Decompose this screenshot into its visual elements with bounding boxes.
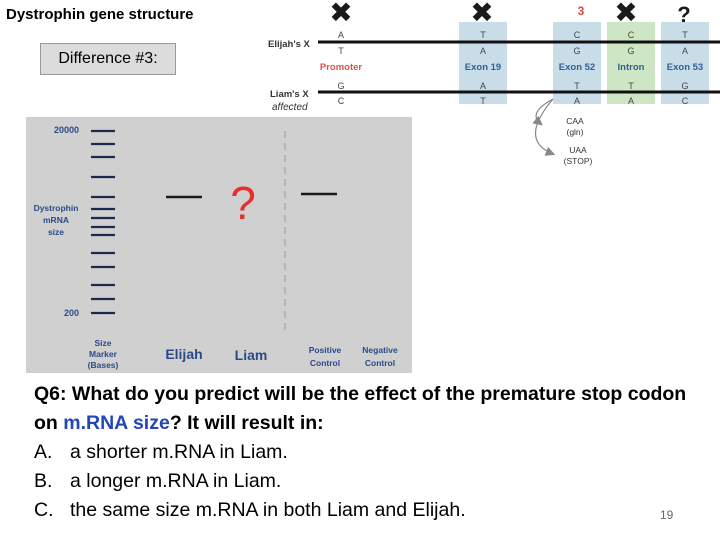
- mutant-codon-aa: (STOP): [564, 156, 593, 166]
- intron-bases: C G T A: [627, 30, 634, 106]
- lane-label-positive-control: Positive Control: [309, 345, 342, 368]
- base: G: [337, 81, 344, 91]
- difference-label-box: Difference #3:: [40, 43, 176, 75]
- lane-label-word: Control: [310, 358, 340, 368]
- base: A: [628, 96, 634, 106]
- lane-label-elijah: Elijah: [165, 346, 202, 362]
- y-tick-top: 20000: [54, 125, 79, 135]
- marker-label-line: Size: [94, 338, 111, 348]
- exon-53-region: [661, 22, 709, 104]
- exon-53-label: Exon 53: [667, 62, 703, 73]
- base: C: [574, 30, 581, 40]
- question-stem: Q6: What do you predict will be the effe…: [34, 380, 704, 438]
- base: C: [628, 30, 635, 40]
- question-stem-start: Q6: What do you predict will be the effe…: [34, 383, 687, 434]
- option-letter: A.: [34, 441, 53, 463]
- elijah-x-label: Elijah's X: [268, 39, 311, 50]
- base: G: [573, 46, 580, 56]
- slide-title: Dystrophin gene structure: [6, 6, 194, 23]
- base: C: [682, 96, 689, 106]
- question-block: Q6: What do you predict will be the effe…: [34, 380, 704, 525]
- marker-label-line: Marker: [89, 349, 118, 359]
- lane-label-word: Control: [365, 358, 395, 368]
- exon-52-region: [553, 22, 601, 104]
- answer-option-c[interactable]: C. the same size m.RNA in both Liam and E…: [34, 496, 704, 525]
- x-mark-icon: ✖: [470, 0, 493, 28]
- gene-structure-diagram: Elijah's X Liam's X affected A T G C T A…: [268, 0, 720, 166]
- base: C: [338, 96, 345, 106]
- exon-19-bases: T A A T: [480, 30, 486, 106]
- answer-option-a[interactable]: A. a shorter m.RNA in Liam.: [34, 438, 704, 467]
- question-highlight: m.RNA size: [63, 412, 170, 434]
- unknown-band-question-mark: ?: [230, 177, 256, 229]
- normal-codon-aa: (gln): [566, 127, 583, 137]
- gel-background: [26, 117, 412, 373]
- base: A: [338, 30, 344, 40]
- base: T: [574, 81, 580, 91]
- option-text: the same size m.RNA in both Liam and Eli…: [70, 499, 466, 521]
- arrow-to-normal-codon: [532, 98, 554, 126]
- base: T: [480, 30, 486, 40]
- exon-19-region: [459, 22, 507, 104]
- difference-label: Difference #3:: [58, 50, 158, 67]
- intron-region: [607, 22, 655, 104]
- exon-19-label: Exon 19: [465, 62, 501, 73]
- promoter-label: Promoter: [320, 62, 363, 73]
- base: T: [682, 30, 688, 40]
- question-mark-icon: ?: [677, 2, 690, 27]
- number-three-mark: 3: [578, 4, 585, 18]
- mutant-codon: UAA: [569, 145, 587, 155]
- affected-label: affected: [272, 102, 308, 113]
- page-number: 19: [660, 508, 674, 522]
- normal-codon: CAA: [566, 116, 584, 126]
- intron-label: Intron: [618, 62, 645, 73]
- size-marker-ladder: [91, 129, 115, 315]
- y-tick-bottom: 200: [64, 308, 79, 318]
- answer-option-b[interactable]: B. a longer m.RNA in Liam.: [34, 467, 704, 496]
- question-stem-end: ? It will result in:: [169, 412, 324, 434]
- option-letter: C.: [34, 499, 54, 521]
- liam-x-label: Liam's X: [270, 89, 309, 100]
- exon-52-bases: C G T A: [573, 30, 580, 106]
- option-text: a longer m.RNA in Liam.: [70, 470, 282, 492]
- y-axis-label: Dystrophin mRNA size: [34, 203, 79, 237]
- region-labels: Promoter Exon 19 Exon 52 Intron Exon 53: [320, 62, 703, 73]
- y-axis-label-line: Dystrophin: [34, 203, 79, 213]
- lane-label-word: Positive: [309, 345, 342, 355]
- marker-lane-label: Size Marker (Bases): [88, 338, 119, 370]
- option-letter: B.: [34, 470, 53, 492]
- base: A: [480, 46, 486, 56]
- lane-label-word: Negative: [362, 345, 398, 355]
- y-axis-label-line: mRNA: [43, 215, 69, 225]
- exon-53-bases: T A G C: [681, 30, 688, 106]
- promoter-bases: A T G C: [337, 30, 344, 106]
- gel-figure: 20000 200 Dystrophin mRNA size ? Size Ma…: [26, 117, 412, 373]
- base: G: [681, 81, 688, 91]
- lane-label-negative-control: Negative Control: [362, 345, 398, 368]
- base: G: [627, 46, 634, 56]
- base: A: [682, 46, 688, 56]
- base: T: [480, 96, 486, 106]
- marker-label-line: (Bases): [88, 360, 119, 370]
- base: A: [480, 81, 486, 91]
- lane-label-liam: Liam: [235, 347, 268, 363]
- codon-labels: CAA (gln) UAA (STOP): [564, 116, 593, 166]
- y-axis-label-line: size: [48, 227, 64, 237]
- x-mark-icon: ✖: [614, 0, 637, 28]
- arrow-to-mutant-codon: [535, 98, 556, 156]
- exon-52-label: Exon 52: [559, 62, 595, 73]
- base: T: [628, 81, 634, 91]
- option-text: a shorter m.RNA in Liam.: [70, 441, 288, 463]
- x-mark-icon: ✖: [329, 0, 352, 28]
- base: A: [574, 96, 580, 106]
- base: T: [338, 46, 344, 56]
